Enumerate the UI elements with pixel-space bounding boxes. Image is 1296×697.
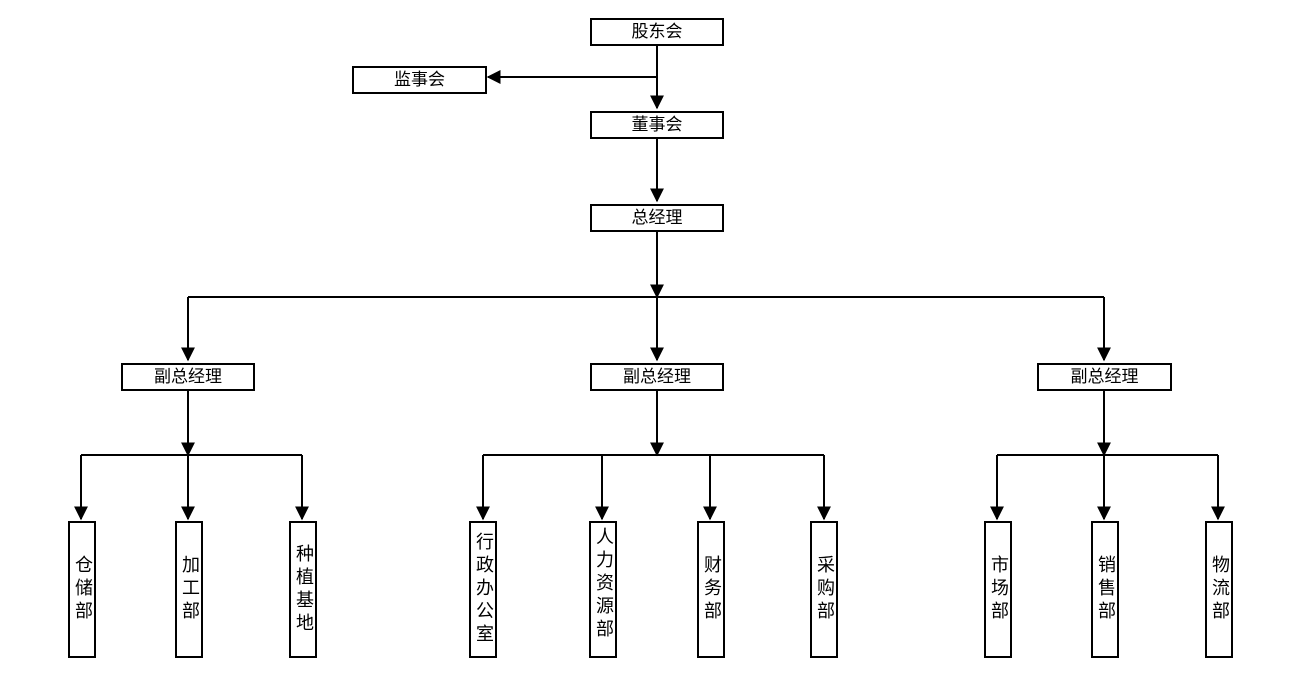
node-vp-right-label: 副总经理	[1070, 366, 1139, 387]
dept-processing: 加工部	[175, 521, 203, 658]
dept-hr: 人力资源部	[589, 521, 617, 658]
node-gm: 总经理	[590, 204, 724, 232]
dept-sales-label: 销售部	[1095, 555, 1116, 624]
node-vp-mid: 副总经理	[590, 363, 724, 391]
dept-admin-office-label: 行政办公室	[473, 532, 494, 647]
dept-marketing: 市场部	[984, 521, 1012, 658]
node-gm-label: 总经理	[631, 207, 683, 228]
node-vp-left: 副总经理	[121, 363, 255, 391]
dept-logistics-label: 物流部	[1209, 555, 1230, 624]
dept-warehouse: 仓储部	[68, 521, 96, 658]
dept-logistics: 物流部	[1205, 521, 1233, 658]
dept-hr-label: 人力资源部	[593, 527, 614, 642]
node-vp-left-label: 副总经理	[154, 366, 222, 387]
dept-finance: 财务部	[697, 521, 725, 658]
node-shareholders: 股东会	[590, 18, 724, 46]
dept-warehouse-label: 仓储部	[72, 555, 93, 624]
node-shareholders-label: 股东会	[631, 21, 683, 42]
node-vp-mid-label: 副总经理	[623, 366, 691, 387]
dept-processing-label: 加工部	[179, 555, 200, 624]
dept-planting-base: 种植基地	[289, 521, 317, 658]
dept-finance-label: 财务部	[701, 555, 722, 624]
node-board-label: 董事会	[631, 114, 683, 135]
dept-admin-office: 行政办公室	[469, 521, 497, 658]
dept-sales: 销售部	[1091, 521, 1119, 658]
dept-marketing-label: 市场部	[988, 555, 1009, 624]
dept-purchasing: 采购部	[810, 521, 838, 658]
dept-planting-base-label: 种植基地	[293, 543, 314, 636]
dept-purchasing-label: 采购部	[814, 555, 835, 624]
node-supervisors: 监事会	[352, 66, 487, 94]
node-supervisors-label: 监事会	[394, 69, 445, 90]
node-vp-right: 副总经理	[1037, 363, 1172, 391]
node-board: 董事会	[590, 111, 724, 139]
